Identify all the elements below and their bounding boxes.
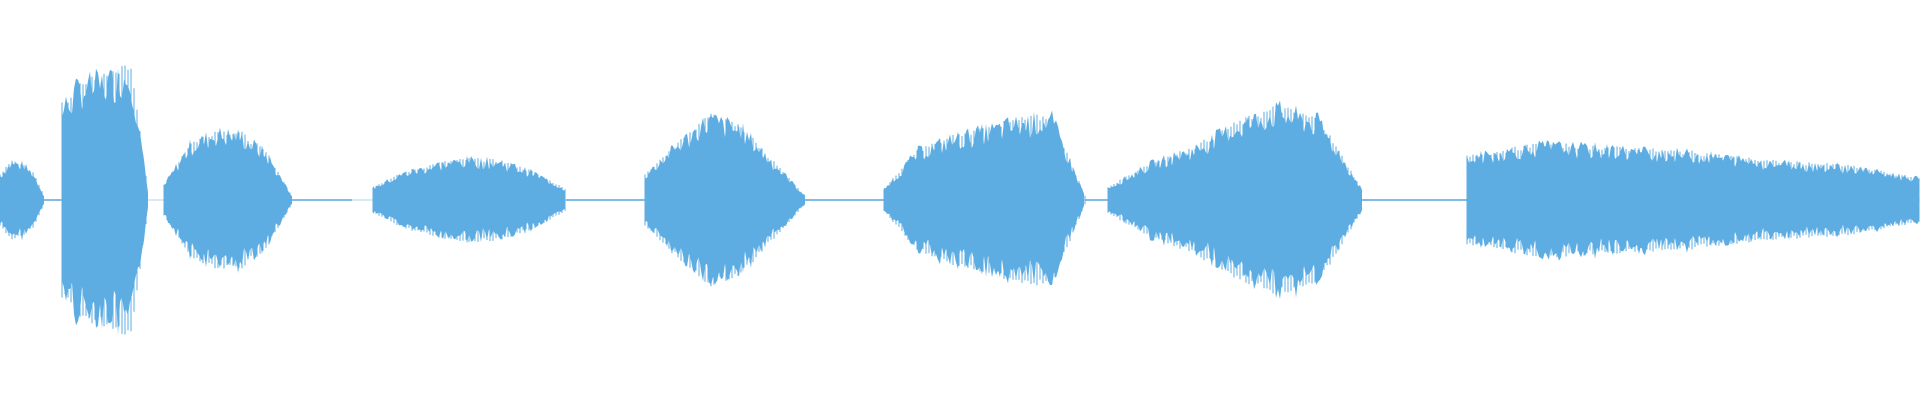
- waveform-gap-4: [805, 199, 884, 201]
- waveform-gap-1: [44, 199, 62, 201]
- waveform-segment-2: [164, 127, 292, 273]
- waveform-segment-1a: [0, 160, 44, 241]
- waveform-segments: [0, 65, 1920, 335]
- waveform-segment-7: [1467, 140, 1919, 261]
- waveform-gap-6: [1362, 199, 1440, 201]
- waveform-gap-2: [292, 199, 352, 201]
- waveform-gap-5: [1085, 199, 1108, 201]
- waveform-gap-3: [566, 199, 645, 201]
- waveform-segment-1b: [62, 68, 148, 335]
- waveform-gap-7: [1440, 199, 1467, 201]
- waveform-segment-6: [1108, 100, 1362, 300]
